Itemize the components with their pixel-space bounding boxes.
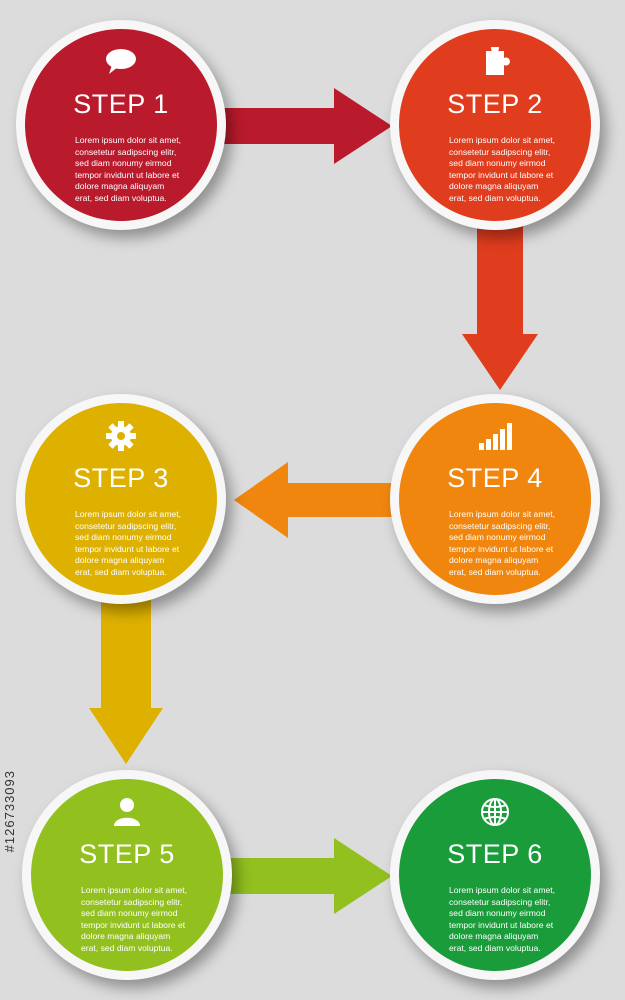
- gear-icon: [106, 421, 136, 451]
- step-2-title: STEP 2: [447, 89, 543, 119]
- step-2-text: Lorem ipsum dolor sit amet, consetetur s…: [449, 135, 556, 203]
- step-6-title: STEP 6: [447, 839, 543, 869]
- step-6-disc: STEP 6 Lorem ipsum dolor sit amet, conse…: [399, 779, 591, 971]
- stock-watermark: #126733093: [2, 770, 17, 852]
- arrow-step4-to-step3: [234, 462, 398, 538]
- step-5: STEP 5 Lorem ipsum dolor sit amet, conse…: [22, 770, 232, 980]
- step-1-title: STEP 1: [73, 89, 169, 119]
- globe-icon: [481, 798, 509, 826]
- arrow-step5-to-step6: [226, 838, 392, 914]
- step-4-title: STEP 4: [447, 463, 543, 493]
- step-3: STEP 3 Lorem ipsum dolor sit amet, conse…: [16, 394, 226, 604]
- step-1: STEP 1 Lorem ipsum dolor sit amet, conse…: [16, 20, 226, 230]
- step-5-text: Lorem ipsum dolor sit amet, consetetur s…: [81, 885, 188, 953]
- step-3-title: STEP 3: [73, 463, 169, 493]
- step-6-text: Lorem ipsum dolor sit amet, consetetur s…: [449, 885, 556, 953]
- step-1-text: Lorem ipsum dolor sit amet, consetetur s…: [75, 135, 182, 203]
- arrow-step3-to-step5: [89, 598, 163, 764]
- stock-id-number: #126733093: [2, 770, 17, 853]
- step-4-text: Lorem ipsum dolor sit amet, consetetur s…: [449, 509, 556, 577]
- step-3-text: Lorem ipsum dolor sit amet, consetetur s…: [75, 509, 182, 577]
- step-2-disc: STEP 2 Lorem ipsum dolor sit amet, conse…: [399, 29, 591, 221]
- step-5-disc: STEP 5 Lorem ipsum dolor sit amet, conse…: [31, 779, 223, 971]
- step-5-title: STEP 5: [79, 839, 175, 869]
- step-4: STEP 4 Lorem ipsum dolor sit amet, conse…: [390, 394, 600, 604]
- step-6: STEP 6 Lorem ipsum dolor sit amet, conse…: [390, 770, 600, 980]
- bar-chart-icon: [479, 423, 512, 450]
- arrow-step1-to-step2: [222, 88, 392, 164]
- arrow-step2-to-step4: [462, 224, 538, 390]
- puzzle-piece-icon: [486, 47, 510, 75]
- step-4-disc: STEP 4 Lorem ipsum dolor sit amet, conse…: [399, 403, 591, 595]
- speech-bubble-icon: [106, 49, 136, 74]
- person-icon: [114, 798, 140, 826]
- step-2: STEP 2 Lorem ipsum dolor sit amet, conse…: [390, 20, 600, 230]
- step-1-disc: STEP 1 Lorem ipsum dolor sit amet, conse…: [25, 29, 217, 221]
- step-3-disc: STEP 3 Lorem ipsum dolor sit amet, conse…: [25, 403, 217, 595]
